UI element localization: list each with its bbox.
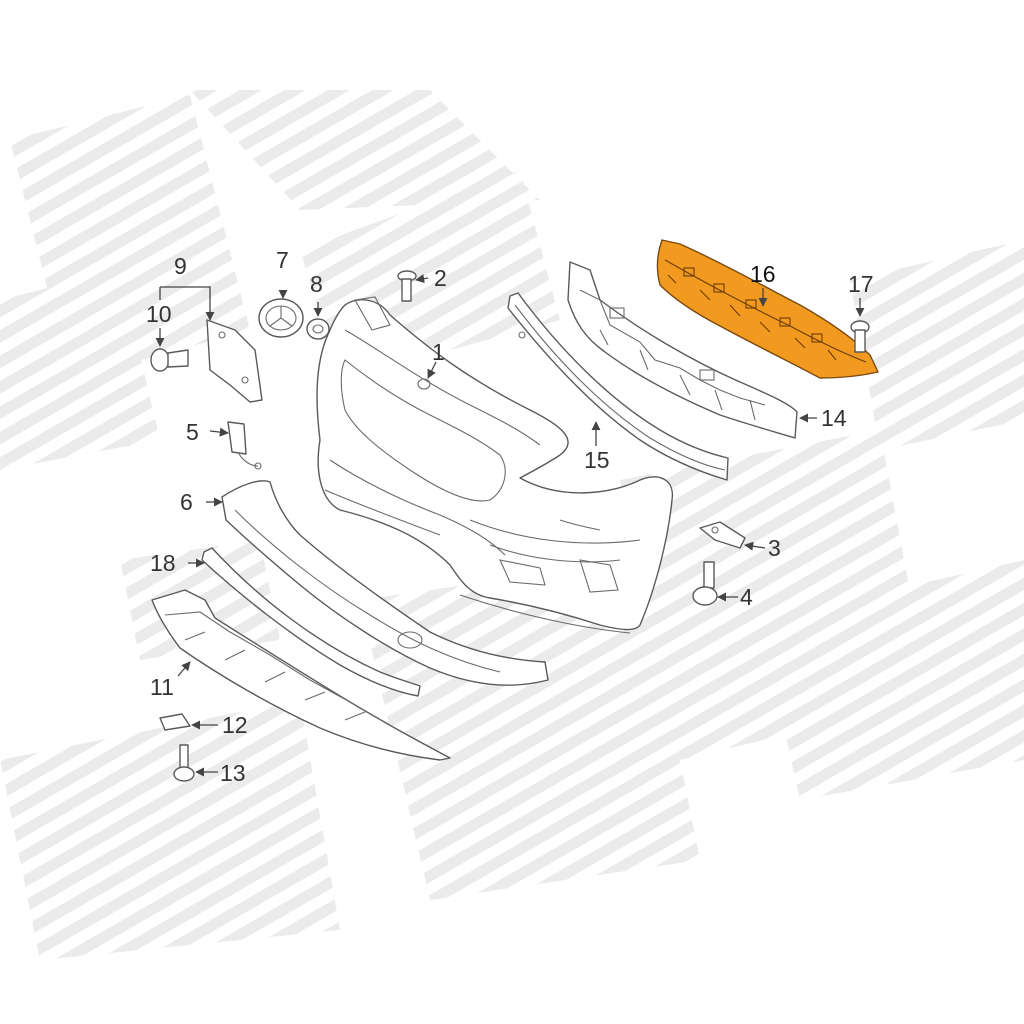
part-2-screw[interactable] — [397, 270, 417, 302]
part-7-emblem[interactable] — [258, 298, 304, 338]
part-13-bolt[interactable] — [173, 744, 195, 782]
callout-8: 8 — [310, 271, 323, 297]
callout-13: 13 — [220, 760, 246, 786]
callout-labels: 1 2 3 4 5 6 7 8 9 10 11 12 13 14 15 16 1… — [146, 247, 874, 786]
callout-1: 1 — [432, 339, 445, 365]
part-18-trim-strip[interactable] — [201, 547, 421, 697]
part-9-bracket[interactable] — [206, 319, 263, 403]
part-14-energy-absorber[interactable] — [567, 261, 798, 439]
callout-17: 17 — [848, 271, 874, 297]
part-5-sensor-bracket[interactable] — [227, 421, 262, 470]
callout-12: 12 — [222, 712, 248, 738]
part-8-grommet[interactable] — [306, 318, 330, 340]
callout-10: 10 — [146, 301, 172, 327]
callout-4: 4 — [740, 584, 753, 610]
callout-9: 9 — [174, 253, 187, 279]
part-11-underbody-shield[interactable] — [151, 589, 451, 761]
part-12-clip-nut[interactable] — [159, 713, 191, 731]
callout-6: 6 — [180, 489, 193, 515]
callout-16: 16 — [750, 261, 776, 287]
part-6-lower-trim[interactable] — [221, 480, 549, 686]
part-16-reinforcement-highlighted[interactable] — [656, 239, 879, 379]
callout-18: 18 — [150, 550, 176, 576]
callout-3: 3 — [768, 535, 781, 561]
part-4-bolt[interactable] — [692, 561, 718, 606]
callout-7: 7 — [276, 247, 289, 273]
part-17-screw[interactable] — [850, 320, 870, 353]
part-3-bracket[interactable] — [699, 521, 746, 549]
part-1-bumper-cover[interactable] — [316, 296, 674, 634]
callout-5: 5 — [186, 419, 199, 445]
leader-lines — [155, 274, 865, 777]
part-10-push-clip[interactable] — [150, 348, 189, 372]
callout-11: 11 — [150, 674, 174, 700]
part-15-bumper-beam[interactable] — [507, 292, 729, 481]
callout-14: 14 — [821, 405, 847, 431]
callout-2: 2 — [434, 265, 447, 291]
callout-15: 15 — [584, 447, 610, 473]
